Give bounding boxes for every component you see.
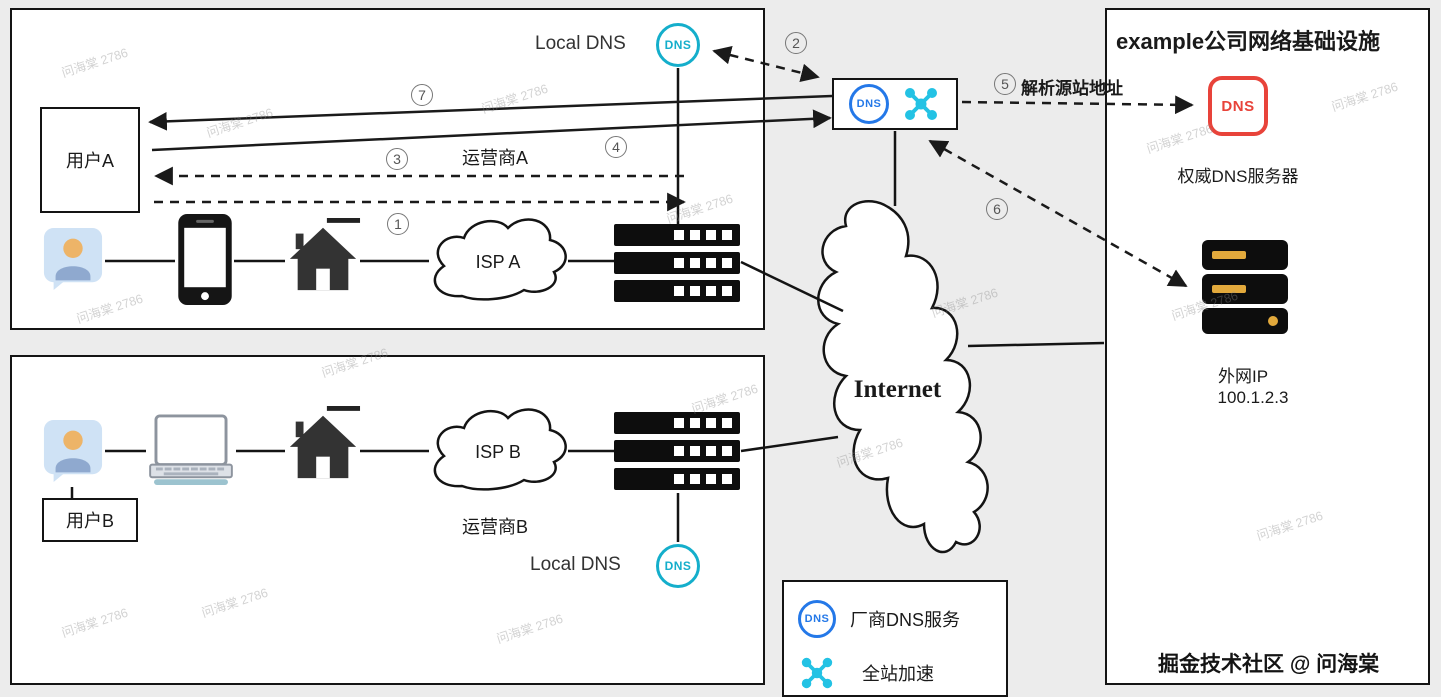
user-b-box: 用户B <box>42 498 138 542</box>
isp-a-cloud <box>433 218 567 301</box>
person-a-icon <box>42 226 104 292</box>
user-a-label: 用户A <box>65 151 114 171</box>
house-a-icon <box>284 218 362 294</box>
legend-dns-icon: DNS <box>798 600 836 638</box>
isp-b-cloud-label: ISP B <box>475 442 521 462</box>
dns-icon-text: DNS <box>664 559 692 573</box>
server-row <box>614 280 740 302</box>
origin-server-icon <box>1202 240 1288 334</box>
acceleration-icon <box>798 654 836 692</box>
step-7-badge: 7 <box>411 84 433 106</box>
legend-acceleration-label: 全站加速 <box>862 664 934 684</box>
authoritative-dns-icon: DNS <box>1208 76 1268 136</box>
step-6-badge: 6 <box>986 198 1008 220</box>
server-row <box>1202 308 1288 334</box>
local-dns-label-b: Local DNS <box>530 554 621 575</box>
carrier-a-label: 运营商A <box>462 148 529 168</box>
credit-text: 掘金技术社区 @ 问海棠 <box>1158 653 1380 676</box>
authoritative-dns-label: 权威DNS服务器 <box>1177 167 1299 186</box>
step-1-badge: 1 <box>387 213 409 235</box>
resolve-origin-label: 解析源站地址 <box>1021 79 1123 98</box>
acceleration-icon <box>901 84 941 124</box>
server-row <box>1202 274 1288 304</box>
smartphone-icon <box>176 212 234 307</box>
legend-dns-label: 厂商DNS服务 <box>850 610 961 630</box>
company-title: example公司网络基础设施 <box>1116 29 1381 54</box>
step-4-badge: 4 <box>605 136 627 158</box>
isp-a-cloud-label: ISP A <box>475 252 521 272</box>
legend-acceleration-row: 全站加速 <box>798 654 934 692</box>
step-2-badge: 2 <box>785 32 807 54</box>
step-5-badge: 5 <box>994 73 1016 95</box>
local-dns-icon-a: DNS <box>656 23 700 67</box>
laptop-icon <box>146 414 236 486</box>
dns-icon-text: DNS <box>664 38 692 52</box>
server-row <box>614 440 740 462</box>
server-row <box>614 252 740 274</box>
dns-icon-text: DNS <box>804 613 830 625</box>
dns-icon-text: DNS <box>856 98 882 110</box>
public-ip-value: 100.1.2.3 <box>1217 388 1289 407</box>
person-b-icon <box>42 418 104 484</box>
server-row <box>614 224 740 246</box>
public-ip-caption: 外网IP <box>1217 367 1269 386</box>
server-stack-b <box>614 412 740 490</box>
local-dns-icon-b: DNS <box>656 544 700 588</box>
vendor-dns-service-box: DNS <box>832 78 958 130</box>
vendor-dns-icon: DNS <box>849 84 889 124</box>
local-dns-label-a: Local DNS <box>535 33 626 54</box>
server-row <box>614 468 740 490</box>
internet-label: Internet <box>853 376 942 403</box>
isp-b-cloud <box>433 408 567 491</box>
server-row <box>614 412 740 434</box>
house-b-icon <box>284 406 362 482</box>
user-a-box: 用户A <box>40 107 140 213</box>
carrier-b-label: 运营商B <box>462 517 529 537</box>
step-3-badge: 3 <box>386 148 408 170</box>
dns-icon-text: DNS <box>1221 97 1255 115</box>
server-row <box>1202 240 1288 270</box>
user-b-label: 用户B <box>65 511 114 531</box>
server-stack-a <box>614 224 740 302</box>
legend-dns-row: DNS 厂商DNS服务 <box>798 600 960 638</box>
